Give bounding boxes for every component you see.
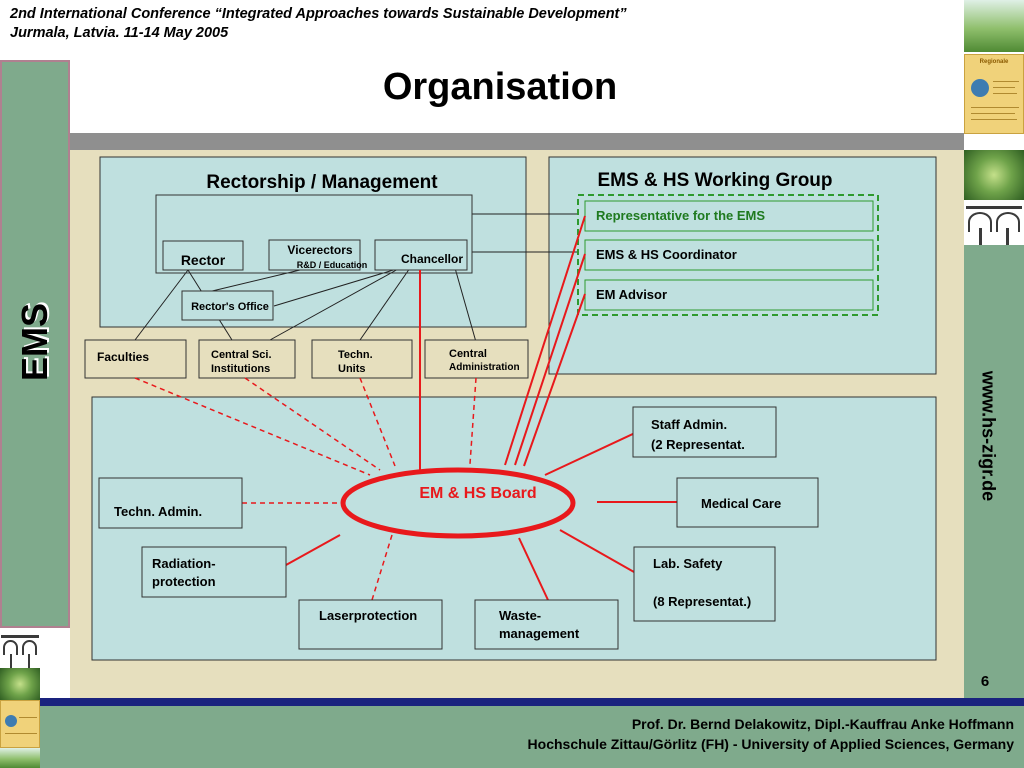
leaf-image xyxy=(0,668,40,700)
conference-title: 2nd International Conference “Integrated… xyxy=(10,6,627,22)
vicerectors-sub-label: R&D / Education xyxy=(297,260,368,270)
rectors-office-box xyxy=(181,290,274,321)
techn-admin-label: Techn. Admin. xyxy=(114,504,202,519)
brochure-text-line xyxy=(993,93,1017,94)
brochure-logo xyxy=(5,715,17,727)
footer-authors: Prof. Dr. Bernd Delakowitz, Dipl.-Kauffr… xyxy=(631,716,1014,732)
page-title: Organisation xyxy=(382,66,618,108)
bridge-icon xyxy=(964,200,1024,245)
rector-label: Rector xyxy=(181,252,226,268)
conference-info: 2nd International Conference “Integrated… xyxy=(10,5,627,43)
footer-divider xyxy=(40,698,1024,706)
brochure-text-line xyxy=(993,81,1019,82)
board-lines xyxy=(285,215,677,601)
rectorship-frame xyxy=(155,194,473,274)
brochure-text-line xyxy=(5,733,37,734)
brochure-text-line xyxy=(971,107,1019,108)
grass-image xyxy=(964,0,1024,52)
central-sci-label-1: Central Sci. xyxy=(211,349,272,361)
radiation-label-2: protection xyxy=(152,574,216,589)
staff-admin-box xyxy=(632,406,777,458)
header-divider xyxy=(70,133,964,150)
board-label: EM & HS Board xyxy=(419,485,536,502)
leaf-image xyxy=(964,150,1024,200)
rectors-office-label: Rector's Office xyxy=(191,301,269,313)
faculties-label: Faculties xyxy=(97,350,149,364)
footer: Prof. Dr. Bernd Delakowitz, Dipl.-Kauffr… xyxy=(40,706,1024,768)
brochure-text-line xyxy=(971,119,1017,120)
central-sci-box xyxy=(198,339,296,379)
laserprotection-box xyxy=(298,599,443,650)
lab-safety-label-1: Lab. Safety xyxy=(653,556,723,571)
techn-admin-box xyxy=(98,477,243,529)
brochure-text-line xyxy=(971,113,1015,114)
lab-safety-box xyxy=(633,546,776,622)
techn-units-label-1: Techn. xyxy=(338,349,373,361)
waste-box xyxy=(474,599,619,650)
lab-safety-label-2: (8 Representat.) xyxy=(653,594,751,609)
brochure-text-line xyxy=(993,87,1015,88)
working-group-title: EMS & HS Working Group xyxy=(597,170,832,191)
bridge-icon xyxy=(0,630,40,668)
medical-care-box xyxy=(676,477,819,528)
hierarchy-lines xyxy=(134,213,578,343)
board-dashed-lines xyxy=(134,377,477,601)
staff-admin-label-1: Staff Admin. xyxy=(651,417,727,432)
advisor-label: EM Advisor xyxy=(596,287,667,302)
grass-image xyxy=(0,748,40,768)
radiation-box xyxy=(141,546,287,598)
advisor-box xyxy=(584,279,874,311)
rector-box xyxy=(162,240,244,271)
central-admin-label-2: Administration xyxy=(449,362,520,373)
brochure-cover-image xyxy=(0,700,40,748)
rectorship-title: Rectorship / Management xyxy=(206,172,438,193)
central-admin-box xyxy=(424,339,529,379)
coordinator-label: EMS & HS Coordinator xyxy=(596,247,737,262)
conference-place-date: Jurmala, Latvia. 11-14 May 2005 xyxy=(10,25,229,41)
staff-admin-label-2: (2 Representat. xyxy=(651,437,745,452)
radiation-label-1: Radiation- xyxy=(152,556,216,571)
central-sci-label-2: Institutions xyxy=(211,363,270,375)
waste-label-2: management xyxy=(499,626,580,641)
faculties-box xyxy=(84,339,187,379)
techn-units-label-2: Units xyxy=(338,363,366,375)
chancellor-box xyxy=(374,239,468,271)
page-number: 6 xyxy=(980,673,990,690)
vicerectors-label: Vicerectors xyxy=(287,243,352,257)
central-admin-label-1: Central xyxy=(449,348,487,360)
coordinator-box xyxy=(584,239,874,271)
board-ellipse xyxy=(340,467,576,539)
chancellor-label: Chancellor xyxy=(401,252,463,266)
waste-label-1: Waste- xyxy=(499,608,541,623)
medical-care-label: Medical Care xyxy=(701,496,781,511)
techn-units-box xyxy=(311,339,413,379)
representative-label: Representative for the EMS xyxy=(596,208,765,223)
brochure-cover-lettering: Regionale xyxy=(979,59,1009,65)
left-sidebar xyxy=(0,60,70,628)
brochure-logo xyxy=(971,79,989,97)
representative-box xyxy=(584,200,874,232)
brochure-cover-image: Regionale xyxy=(964,54,1024,134)
working-group-dashed-frame xyxy=(577,194,879,316)
brochure-text-line xyxy=(19,717,37,718)
footer-institution: Hochschule Zittau/Görlitz (FH) - Univers… xyxy=(527,736,1014,752)
right-sidebar xyxy=(964,245,1024,698)
vicerectors-box xyxy=(268,239,361,271)
laserprotection-label: Laserprotection xyxy=(319,608,417,623)
